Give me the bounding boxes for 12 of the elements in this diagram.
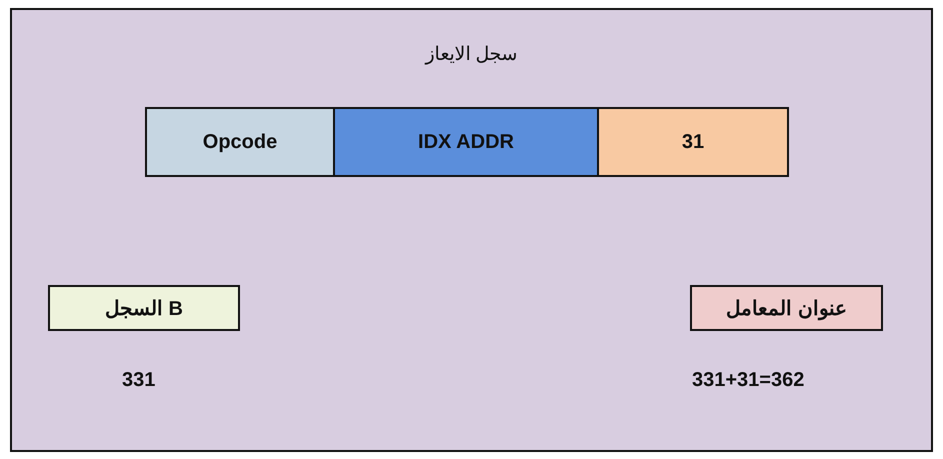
value-label: 331 — [122, 369, 156, 392]
offset-field — [597, 107, 789, 177]
title: سجل الايعاز — [424, 43, 519, 66]
instruction-register-panel — [10, 8, 933, 452]
field-label: 31 — [682, 130, 704, 154]
opcode-field — [145, 107, 335, 177]
field-label: Opcode — [202, 130, 278, 154]
address-field — [333, 107, 599, 177]
field-label: IDX ADDR — [418, 130, 514, 154]
field-label: عنوان المعامل — [726, 296, 847, 320]
field-label: السجل B — [105, 296, 183, 320]
value-label: 331+31=362 — [692, 369, 804, 392]
